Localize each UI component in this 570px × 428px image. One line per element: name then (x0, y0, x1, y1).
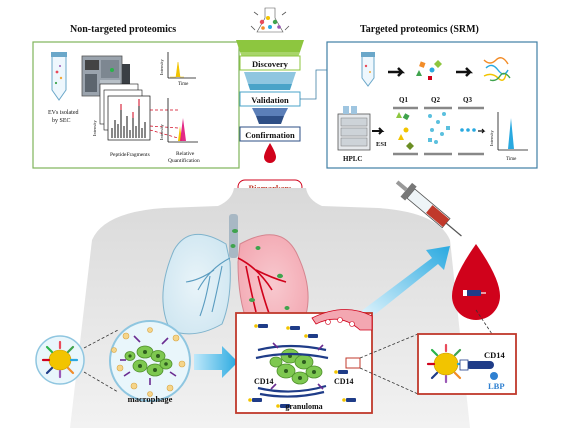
peptide-fragments-label: PeptideFragments (110, 152, 150, 158)
chrom-intensity-label: Intensity (159, 59, 164, 75)
ev-tube-icon (51, 52, 67, 101)
stacked-spectra: Intensity PeptideFragments (92, 83, 151, 158)
syringe-icon (395, 180, 462, 237)
q3-label: Q3 (463, 96, 472, 104)
bacterium-zoom-circle (35, 335, 85, 385)
macrophage-label: macrophage (128, 394, 173, 404)
non-targeted-panel: EVs isolated by SEC Intensity Time (32, 41, 240, 169)
cd14-label-left: CD14 (254, 377, 274, 386)
srm-chromatogram: Intensity Time (489, 112, 528, 162)
granuloma-panel: CD14 CD14 granuloma (235, 309, 373, 414)
blood-drop-icon (264, 143, 276, 163)
blood-transfer-arrow (360, 246, 450, 320)
srm-time-label: Time (506, 157, 517, 162)
flask-icon (250, 7, 290, 33)
protein-fragments-icon (416, 60, 442, 80)
evs-label-1: EVs isolated (48, 110, 79, 116)
cd14-markers (248, 324, 356, 408)
rq-intensity-label: Intensity (159, 124, 164, 140)
srm-intensity-label: Intensity (489, 130, 494, 146)
blood-sample-drop (452, 244, 500, 320)
granuloma-label: granuloma (285, 402, 322, 411)
q2-fragments (428, 112, 450, 144)
funnel-diagram: Discovery Validation Confirmation Biomar… (236, 7, 304, 195)
cd14-label-right: CD14 (334, 377, 354, 386)
cd14-zoom-label: CD14 (484, 350, 506, 360)
hplc-label: HPLC (343, 155, 362, 163)
hplc-instrument-icon (337, 106, 371, 151)
q3-selected-ions (460, 128, 476, 132)
targeted-heading: Targeted proteomics (SRM) (360, 24, 479, 35)
chrom-time-label: Time (178, 82, 189, 87)
esi-label: ESI (376, 141, 387, 148)
relative-label-2: Quantification (168, 157, 200, 164)
srm-tube-icon (361, 52, 375, 87)
macrophage-circle (109, 320, 191, 402)
cd14-receptor-icon (459, 359, 494, 371)
zoom-source-box (345, 357, 361, 369)
targeted-panel: HPLC ESI Q1 Q2 Q3 (326, 41, 538, 169)
relative-label-1: Relative (176, 151, 195, 157)
q1-label: Q1 (399, 96, 408, 104)
progression-arrow (194, 346, 238, 378)
evs-label-2: by SEC (52, 118, 71, 124)
lbp-protein-icon (490, 372, 498, 380)
non-targeted-heading: Non-targeted proteomics (70, 24, 176, 35)
lbp-label: LBP (488, 381, 505, 391)
funnel-confirmation: Confirmation (245, 130, 295, 140)
zoom-bacterium-icon (426, 343, 466, 384)
spectra-intensity-label: Intensity (92, 120, 97, 136)
funnel-validation: Validation (251, 95, 289, 105)
blood-drop-antibody-icon (463, 290, 486, 296)
relative-quant-plot: Intensity Relative Quantification (159, 98, 200, 164)
trachea (229, 214, 238, 258)
q2-label: Q2 (431, 96, 440, 104)
lungs (162, 229, 309, 336)
q1-ions (396, 112, 414, 150)
peptides-icon (483, 57, 511, 82)
cd14-lbp-zoom-panel: CD14 LBP (417, 333, 517, 395)
chromatogram-plot: Intensity Time (159, 52, 196, 87)
funnel-discovery: Discovery (252, 59, 289, 69)
